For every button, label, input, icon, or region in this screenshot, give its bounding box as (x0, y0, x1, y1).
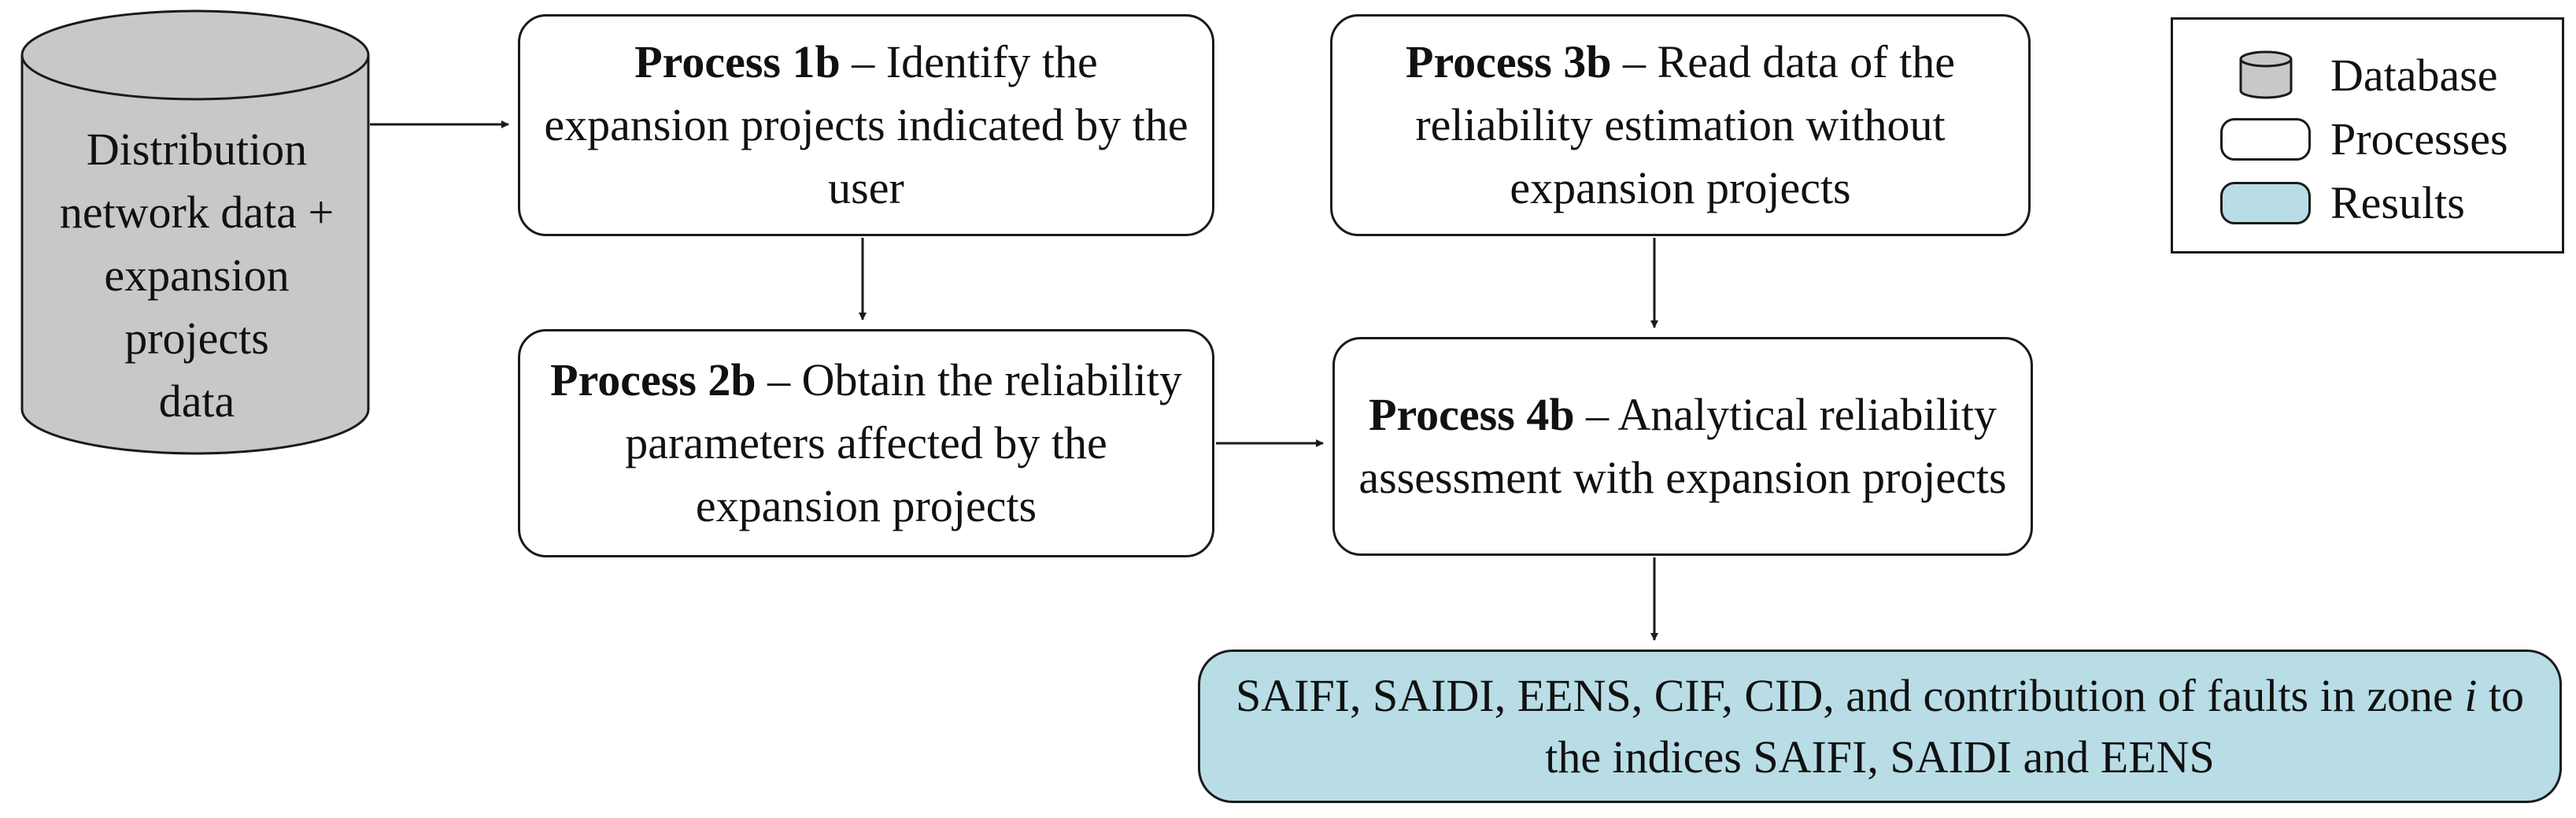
database-label: Distribution network data + expansion pr… (24, 118, 370, 433)
database-label-line: projects (124, 313, 269, 364)
legend-label-processes: Processes (2330, 113, 2508, 165)
process-4b-box: Process 4b – Analytical reliability asse… (1332, 337, 2033, 556)
database-label-line: expansion (104, 250, 290, 301)
legend-results-swatch (2220, 182, 2311, 224)
legend-item-database: Database (2173, 48, 2562, 103)
legend-database-icon (2239, 50, 2293, 99)
process-3b-title: Process 3b (1406, 36, 1612, 87)
legend-label-database: Database (2330, 50, 2498, 101)
process-3b-box: Process 3b – Read data of the reliabilit… (1330, 14, 2031, 236)
database-label-line: Distribution (86, 124, 308, 175)
process-1b-title: Process 1b (634, 36, 841, 87)
legend-process-swatch (2220, 118, 2311, 161)
results-text: SAIFI, SAIDI, EENS, CIF, CID, and contri… (1219, 665, 2541, 788)
process-4b-title: Process 4b (1369, 389, 1575, 440)
legend: Database Processes Results (2171, 17, 2564, 254)
process-4b-text: Process 4b – Analytical reliability asse… (1354, 383, 2012, 509)
database-cylinder (20, 9, 370, 455)
process-2b-text: Process 2b – Obtain the reliability para… (539, 349, 1193, 538)
results-text-after: to the indices SAIFI, SAIDI and EENS (1545, 669, 2524, 783)
results-box: SAIFI, SAIDI, EENS, CIF, CID, and contri… (1198, 650, 2562, 803)
results-zone-variable: i (2464, 669, 2478, 721)
process-2b-box: Process 2b – Obtain the reliability para… (518, 329, 1214, 557)
process-1b-text: Process 1b – Identify the expansion proj… (539, 31, 1193, 220)
process-2b-title: Process 2b (550, 354, 756, 405)
process-2b-description: – Obtain the reliability parameters affe… (625, 354, 1182, 531)
legend-item-results: Results (2173, 176, 2562, 231)
database-label-line: network data + (59, 187, 334, 238)
process-4b-description: – Analytical reliability assessment with… (1358, 389, 2007, 503)
database-label-line: data (158, 376, 235, 427)
process-3b-text: Process 3b – Read data of the reliabilit… (1351, 31, 2009, 220)
process-1b-box: Process 1b – Identify the expansion proj… (518, 14, 1214, 236)
results-text-before: SAIFI, SAIDI, EENS, CIF, CID, and contri… (1236, 669, 2465, 721)
process-1b-description: – Identify the expansion projects indica… (544, 36, 1188, 213)
legend-item-processes: Processes (2173, 112, 2562, 167)
legend-label-results: Results (2330, 177, 2465, 228)
process-3b-description: – Read data of the reliability estimatio… (1415, 36, 1955, 213)
